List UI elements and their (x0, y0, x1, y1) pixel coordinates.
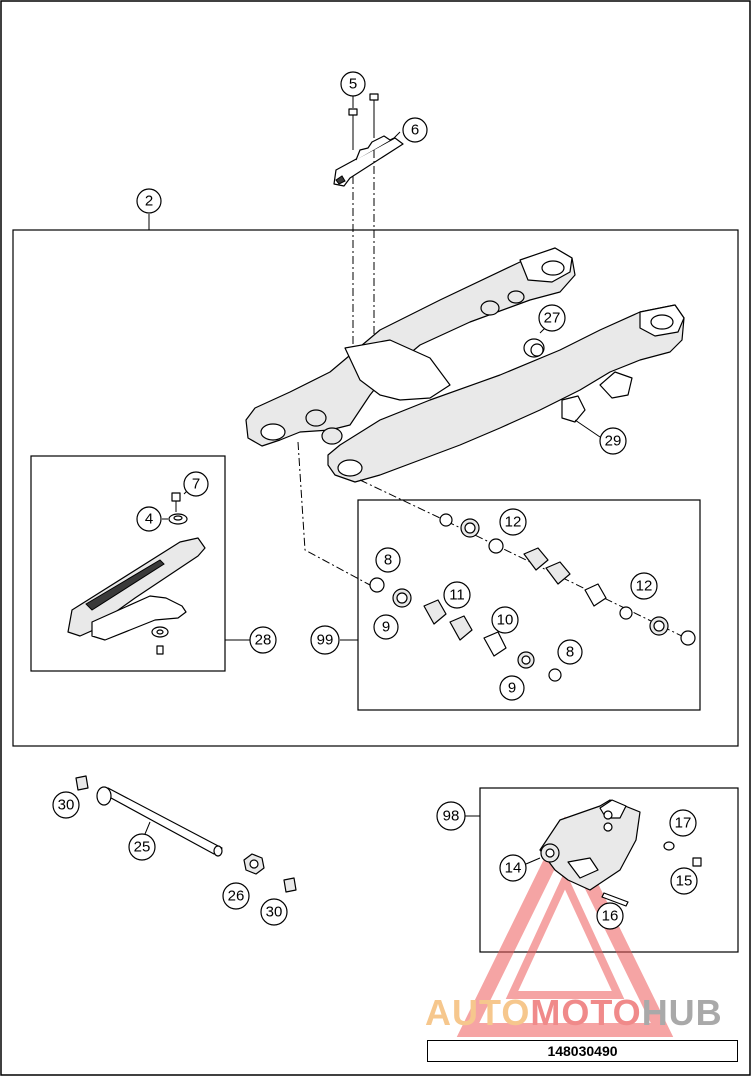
watermark-part-auto: AUTO (425, 992, 531, 1033)
plug-27 (523, 338, 545, 358)
callout-7: 7 (183, 471, 209, 497)
screw-15 (692, 857, 702, 867)
chain-slider-upper (333, 135, 404, 187)
callout-27: 27 (538, 304, 566, 332)
leader-14 (525, 857, 541, 865)
chain-guide-group-box (479, 787, 739, 953)
callout-12: 12 (499, 508, 527, 536)
callout-25: 25 (128, 833, 156, 861)
svg-text:5: 5 (349, 76, 357, 93)
leader-25 (144, 821, 151, 835)
callout-9: 9 (373, 614, 399, 640)
callout-10: 10 (491, 606, 519, 634)
callout-14: 14 (499, 854, 527, 882)
assembly-line-pivot-left (297, 441, 371, 586)
swingarm-axle-25 (96, 786, 223, 857)
svg-text:10: 10 (497, 612, 514, 629)
svg-text:30: 30 (266, 904, 283, 921)
svg-text:16: 16 (602, 908, 619, 925)
watermark-triangle-logo (456, 816, 674, 1037)
svg-text:15: 15 (676, 873, 693, 890)
bolt-5 (348, 93, 379, 150)
svg-text:6: 6 (411, 122, 419, 139)
swingarm-group-box (12, 229, 739, 747)
svg-text:27: 27 (544, 310, 561, 327)
callout-16: 16 (596, 902, 624, 930)
leader-29 (574, 419, 601, 438)
svg-text:11: 11 (449, 587, 465, 604)
svg-text:17: 17 (675, 815, 692, 832)
svg-text:30: 30 (58, 797, 75, 814)
callout-17: 17 (669, 809, 697, 837)
svg-text:25: 25 (134, 839, 151, 856)
callout-9-second: 9 (499, 675, 525, 701)
screw-7 (171, 492, 181, 512)
svg-text:4: 4 (145, 511, 153, 528)
washer-4 (168, 513, 188, 525)
diagram-code-label: 148030490 (427, 1040, 738, 1062)
svg-text:99: 99 (317, 632, 334, 649)
svg-text:2: 2 (145, 193, 153, 210)
svg-text:29: 29 (605, 433, 622, 450)
callout-29: 29 (599, 427, 627, 455)
svg-text:9: 9 (508, 680, 516, 697)
callout-98: 98 (436, 801, 466, 831)
svg-text:9: 9 (382, 619, 390, 636)
svg-text:26: 26 (228, 888, 245, 905)
leader-6 (393, 131, 401, 139)
svg-text:12: 12 (636, 578, 653, 595)
callout-28: 28 (249, 626, 277, 654)
nut-17 (663, 841, 675, 851)
callout-6: 6 (402, 117, 428, 143)
svg-text:8: 8 (566, 644, 574, 661)
svg-text:14: 14 (505, 860, 522, 877)
pin-16 (601, 892, 629, 907)
callout-8: 8 (375, 547, 401, 573)
callout-99: 99 (310, 625, 340, 655)
nut-26 (243, 853, 265, 875)
svg-text:8: 8 (384, 552, 392, 569)
callout-4: 4 (136, 506, 162, 532)
bearing-kit-parts (369, 513, 696, 682)
callout-30-second: 30 (260, 898, 288, 926)
callout-11: 11 (443, 581, 471, 609)
callout-26: 26 (222, 882, 250, 910)
chain-slider-lower (67, 537, 206, 641)
callout-30: 30 (52, 791, 80, 819)
callout-15: 15 (670, 867, 698, 895)
svg-text:7: 7 (192, 476, 200, 493)
bearing-kit-group-box (357, 499, 701, 711)
cap-30-left (75, 775, 89, 791)
svg-text:12: 12 (505, 514, 522, 531)
watermark-brand-text: AUTOMOTOHUB (425, 993, 745, 1033)
cap-30-right (283, 877, 297, 893)
chain-guide (539, 799, 641, 891)
callout-8-second: 8 (557, 639, 583, 665)
svg-text:98: 98 (443, 808, 460, 825)
chain-slider-group-box (30, 455, 226, 672)
watermark-part-hub: HUB (641, 992, 723, 1033)
washer-lower (151, 626, 169, 655)
callout-2: 2 (136, 188, 162, 214)
assembly-line-pivot-right (359, 479, 691, 641)
watermark-part-moto: MOTO (530, 992, 642, 1033)
swingarm (245, 247, 685, 483)
callout-5: 5 (340, 71, 366, 97)
svg-text:28: 28 (255, 632, 272, 649)
callout-12-second: 12 (630, 572, 658, 600)
